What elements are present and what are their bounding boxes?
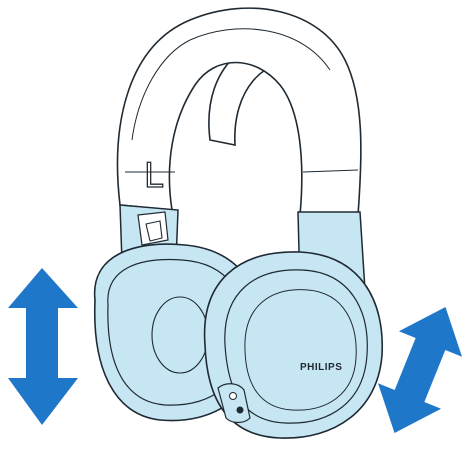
volume-button-icon (237, 407, 244, 414)
double-arrow-left-icon (8, 268, 78, 425)
side-marker-l: L (144, 156, 163, 196)
left-earcup-inner (152, 297, 208, 373)
brand-label: PHILIPS (300, 362, 342, 373)
power-button-icon (230, 393, 237, 400)
